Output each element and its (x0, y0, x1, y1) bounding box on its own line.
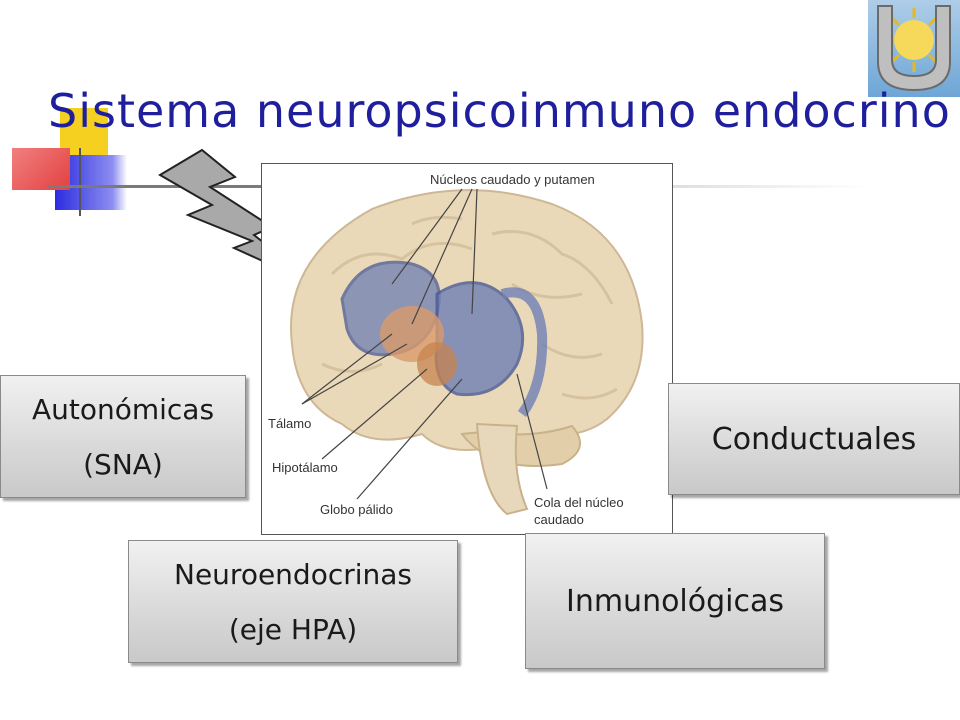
university-logo (868, 0, 960, 97)
box-autonomicas-line2: (SNA) (83, 447, 163, 481)
box-inmunologicas-line1: Inmunológicas (565, 583, 785, 619)
box-neuroendocrinas-line1: Neuroendocrinas (174, 557, 412, 591)
box-neuroendocrinas: Neuroendocrinas (eje HPA) (128, 540, 458, 663)
box-autonomicas: Autonómicas (SNA) (0, 375, 246, 498)
box-inmunologicas: Inmunológicas (525, 533, 825, 669)
box-conductuales: Conductuales (668, 383, 960, 495)
label-cola-1: Cola del núcleo (534, 495, 624, 510)
label-cola-2: caudado (534, 512, 584, 527)
slide-title: Sistema neuropsicoinmuno endocrino (48, 84, 951, 138)
decor-red-square (12, 148, 70, 190)
label-globo-palido: Globo pálido (320, 502, 393, 517)
label-nucleos: Núcleos caudado y putamen (430, 172, 595, 187)
brain-illustration: Núcleos caudado y putamen Tálamo Hipotál… (261, 163, 673, 535)
box-conductuales-line1: Conductuales (711, 421, 917, 457)
box-neuroendocrinas-line2: (eje HPA) (228, 612, 358, 646)
box-autonomicas-line1: Autonómicas (31, 392, 215, 426)
label-talamo: Tálamo (268, 416, 311, 431)
decor-vertical-rule (79, 148, 81, 216)
label-hipotalamo: Hipotálamo (272, 460, 338, 475)
